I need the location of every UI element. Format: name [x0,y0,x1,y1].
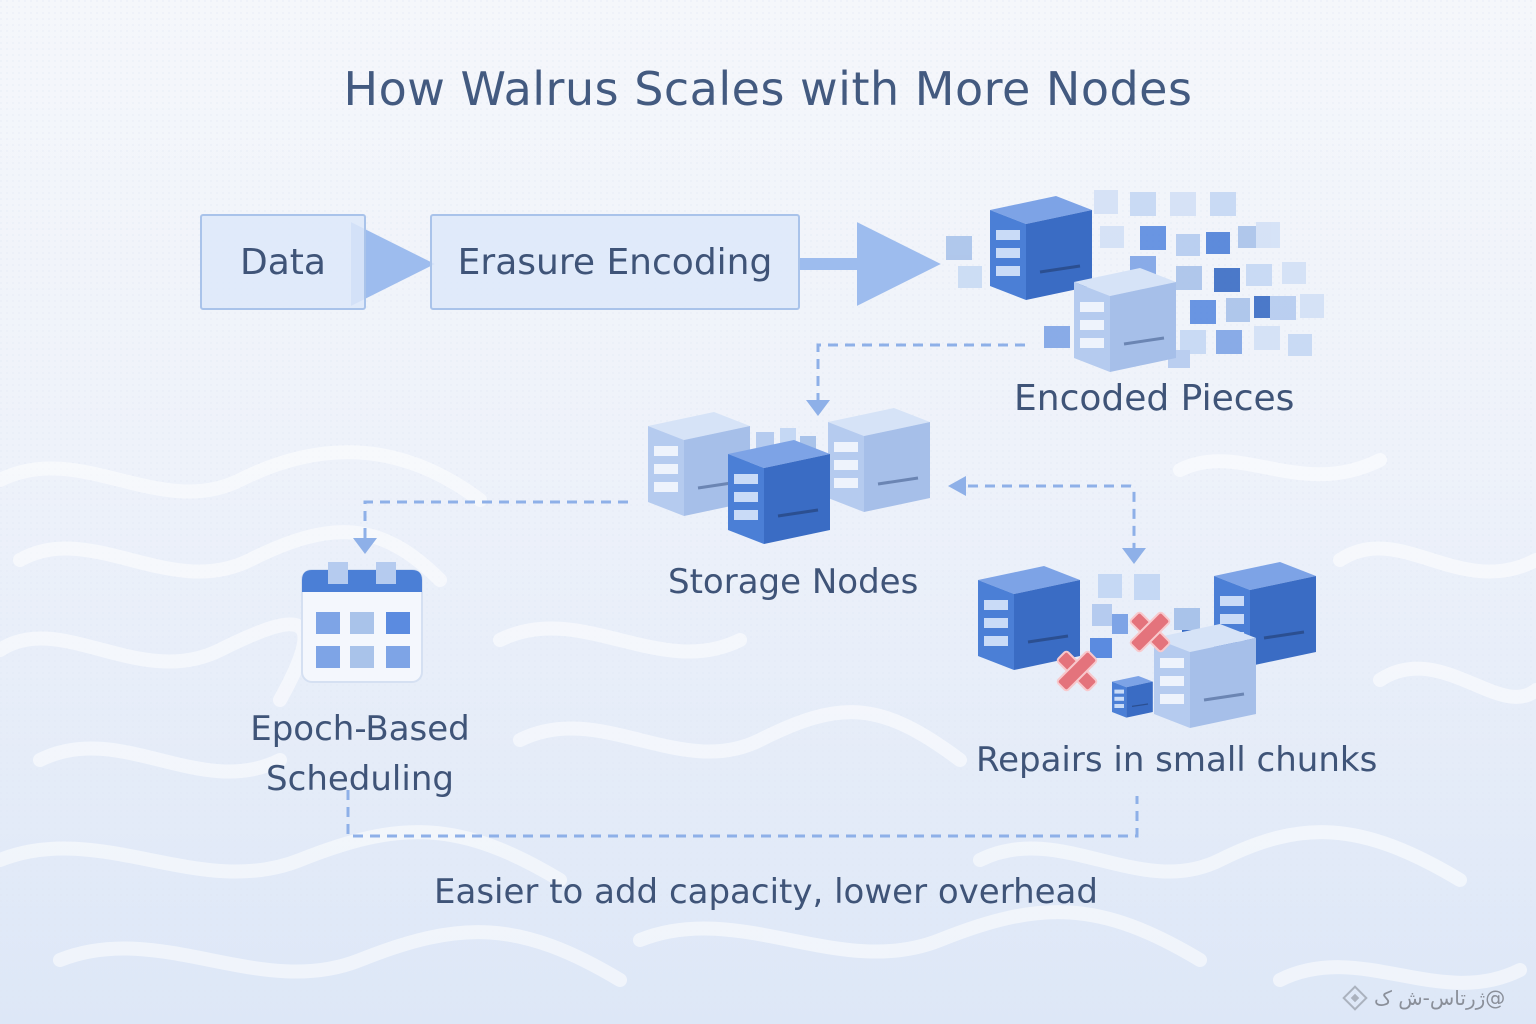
data-piece-icon [1112,614,1128,634]
server-cube-icon [1072,266,1178,374]
background-texture [0,445,1536,990]
encoded-pieces-label: Encoded Pieces [1014,378,1295,419]
data-piece-icon [1092,604,1112,626]
erasure-encoding-label: Erasure Encoding [457,241,773,283]
arrowhead-down-repairs [1122,548,1146,564]
watermark-text: @ژرتاس-ش ک [1374,986,1506,1010]
failure-x-icon [1056,650,1098,692]
bottom-caption-text: Easier to add capacity, lower overhead [434,872,1098,912]
server-cube-icon [1111,675,1154,719]
dashed-connectors [346,343,1139,838]
connector-nodes-to-scheduling [363,500,628,542]
diagram-title: How Walrus Scales with More Nodes [343,62,1193,116]
server-cube-icon [1152,622,1258,730]
data-piece-icon [1098,574,1122,598]
repairs-label: Repairs in small chunks [976,740,1378,780]
epoch-scheduling-label-line1: Epoch-Based [250,709,470,749]
epoch-scheduling-label-line2: Scheduling [266,759,454,799]
connector-bottom-loop [346,790,1139,838]
data-piece-icon [1174,608,1200,630]
storage-nodes-cluster [646,406,932,546]
data-piece-icon [946,190,1324,368]
server-cube-icon [726,438,832,546]
repairs-cluster [976,560,1318,730]
erasure-encoding-box: Erasure Encoding [430,214,800,310]
data-box-label: Data [240,241,326,283]
server-cube-icon [826,406,932,514]
arrowhead-left-nodes [948,476,966,496]
arrowhead-down-scheduling [353,538,377,554]
storage-nodes-label: Storage Nodes [668,562,919,602]
data-piece-icon [780,428,796,444]
encoded-pieces-cluster [946,190,1324,374]
data-piece-icon [1134,574,1160,600]
epoch-scheduling-label: Epoch-Based Scheduling [220,704,500,804]
bottom-caption: Easier to add capacity, lower overhead [0,872,1536,912]
connector-nodes-repairs [968,484,1136,552]
data-piece-icon [756,432,774,448]
calendar-icon [301,562,423,683]
data-box: Data [200,214,366,310]
data-piece-icon [1090,638,1112,658]
failure-x-icon [1129,611,1171,653]
arrowhead-down-nodes [806,400,830,416]
connector-pieces-to-nodes [816,343,1025,402]
